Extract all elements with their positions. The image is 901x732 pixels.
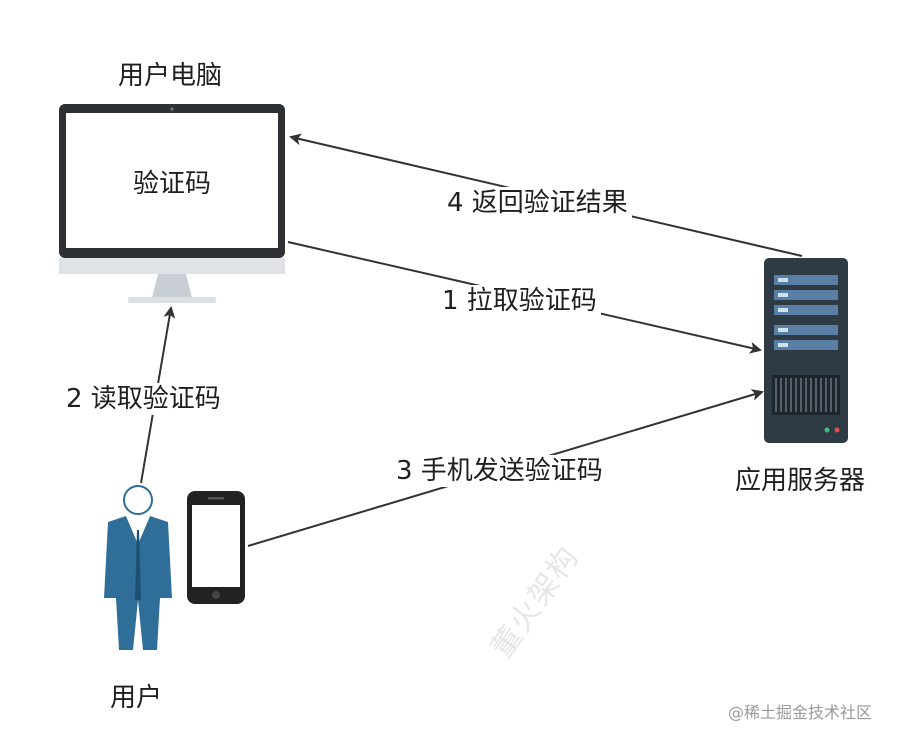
edge-label-return-result: 4 返回验证结果 [443, 187, 632, 219]
user-icon [104, 485, 172, 650]
edge-label-fetch-captcha: 1 拉取验证码 [438, 285, 601, 317]
credit-text: @稀土掘金技术社区 [728, 703, 873, 722]
computer-screen-text: 验证码 [133, 169, 212, 199]
edge-label-phone-send: 3 手机发送验证码 [392, 455, 607, 487]
server-label: 应用服务器 [735, 466, 866, 496]
edge-label-read-captcha: 2 读取验证码 [62, 383, 225, 415]
server-icon [764, 258, 848, 443]
computer-label: 用户电脑 [118, 61, 223, 91]
phone-icon [187, 491, 245, 604]
computer-monitor-icon [59, 104, 285, 303]
user-label: 用户 [110, 683, 163, 713]
